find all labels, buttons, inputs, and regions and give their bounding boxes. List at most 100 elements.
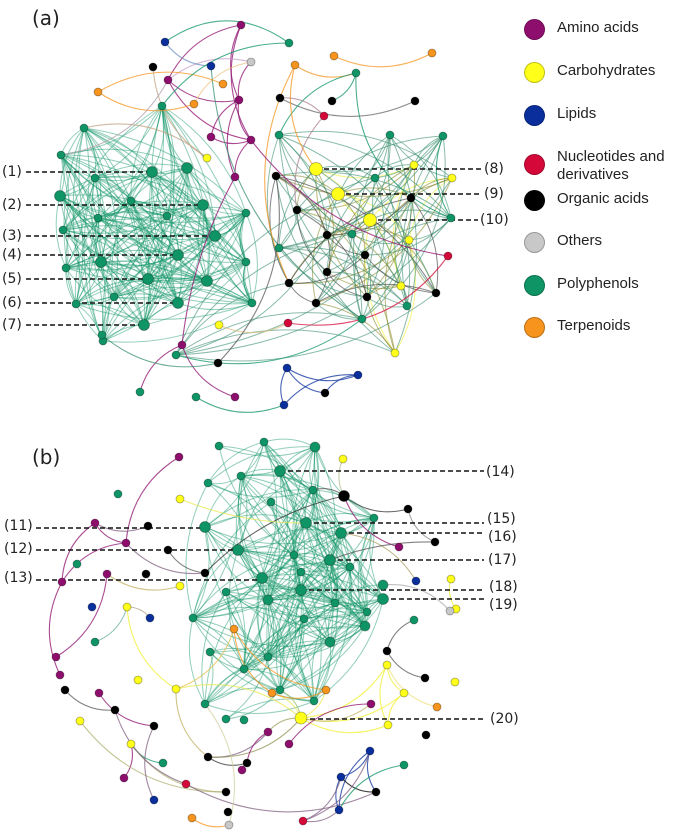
org-node xyxy=(163,545,173,555)
poly-node xyxy=(266,497,276,507)
carb-node xyxy=(171,684,181,694)
poly-node xyxy=(274,465,286,477)
carb-node xyxy=(331,187,345,201)
poly-node xyxy=(146,166,158,178)
nuc-node xyxy=(298,816,308,826)
poly-node xyxy=(61,263,71,273)
legend-item-terpenoids: Terpenoids xyxy=(524,317,630,338)
legend-item-lipids: Lipids xyxy=(524,105,596,126)
poly-node xyxy=(324,554,336,566)
org-node xyxy=(148,62,158,72)
lipid-node xyxy=(149,795,159,805)
org-node xyxy=(203,752,213,762)
poly-node xyxy=(188,613,198,623)
poly-node xyxy=(438,131,448,141)
lipids-swatch-icon xyxy=(524,105,545,126)
org-node xyxy=(338,490,350,502)
carb-node xyxy=(382,660,392,670)
poly-node xyxy=(369,513,379,523)
legend-label: Carbohydrates xyxy=(557,62,656,79)
org-node xyxy=(213,358,223,368)
poly-node xyxy=(309,696,319,706)
carb-node xyxy=(294,711,308,725)
poly-node xyxy=(126,196,136,206)
legend-item-others: Others xyxy=(524,232,602,253)
terp-node xyxy=(187,813,197,823)
poly-node xyxy=(197,199,209,211)
lipid-node xyxy=(282,363,292,373)
org-node xyxy=(275,93,285,103)
poly-node xyxy=(113,489,123,499)
org-node xyxy=(284,278,294,288)
poly-node xyxy=(362,607,372,617)
poly-node xyxy=(93,213,103,223)
lipid-node xyxy=(145,613,155,623)
poly-node xyxy=(239,715,249,725)
legend-label: Nucleotides and derivatives xyxy=(557,148,665,184)
org-node xyxy=(311,298,321,308)
poly-node xyxy=(402,301,412,311)
amino-node xyxy=(394,542,404,552)
terp-node xyxy=(290,60,300,70)
carb-node xyxy=(383,720,393,730)
lipid-node xyxy=(279,400,289,410)
legend-item-organic-acids: Organic acids xyxy=(524,190,649,211)
callout-label-15: (15) xyxy=(487,511,516,527)
org-node xyxy=(430,537,440,547)
terpenoids-swatch-icon xyxy=(524,317,545,338)
callout-label-19: (19) xyxy=(489,597,518,613)
org-node xyxy=(110,705,120,715)
callout-label-9: (9) xyxy=(484,186,504,202)
poly-node xyxy=(79,123,89,133)
amino-node xyxy=(119,773,129,783)
legend-label-line1: Nucleotides and xyxy=(557,148,665,165)
poly-node xyxy=(377,579,389,591)
org-node xyxy=(327,96,337,106)
callout-label-6: (6) xyxy=(2,295,22,311)
carb-node xyxy=(133,675,143,685)
poly-node xyxy=(232,544,244,556)
terp-node xyxy=(93,87,103,97)
panel-a-nodes xyxy=(54,20,457,410)
poly-node xyxy=(309,441,321,453)
legend-item-polyphenols: Polyphenols xyxy=(524,275,639,296)
org-node xyxy=(242,758,252,768)
amino-node xyxy=(230,392,240,402)
org-node xyxy=(360,250,370,260)
amino-node xyxy=(102,569,112,579)
other-node xyxy=(224,820,234,830)
organic-acids-swatch-icon xyxy=(524,190,545,211)
org-node xyxy=(362,292,372,302)
callout-label-14: (14) xyxy=(486,464,515,480)
nuc-node xyxy=(181,779,191,789)
callout-label-16: (16) xyxy=(488,529,517,545)
poly-node xyxy=(274,243,284,253)
poly-node xyxy=(142,273,154,285)
org-node xyxy=(271,171,281,181)
poly-node xyxy=(241,208,251,218)
carb-node xyxy=(404,235,414,245)
carb-node xyxy=(338,454,348,464)
amino-node xyxy=(284,739,294,749)
callout-label-2: (2) xyxy=(2,197,22,213)
carb-node xyxy=(396,281,406,291)
poly-node xyxy=(135,387,145,397)
org-node xyxy=(410,96,420,106)
amino-node xyxy=(263,727,273,737)
poly-node xyxy=(345,562,355,572)
org-node xyxy=(320,388,330,398)
nuc-node xyxy=(443,251,453,261)
poly-node xyxy=(72,559,82,569)
poly-node xyxy=(209,230,221,242)
other-node xyxy=(445,606,455,616)
poly-node xyxy=(191,392,201,402)
amino-node xyxy=(174,452,184,462)
poly-node xyxy=(262,594,274,606)
legend-label: Others xyxy=(557,232,603,249)
poly-node xyxy=(109,292,119,302)
terp-node xyxy=(329,51,339,61)
org-node xyxy=(371,787,381,797)
others-swatch-icon xyxy=(524,232,545,253)
org-node xyxy=(221,787,231,797)
